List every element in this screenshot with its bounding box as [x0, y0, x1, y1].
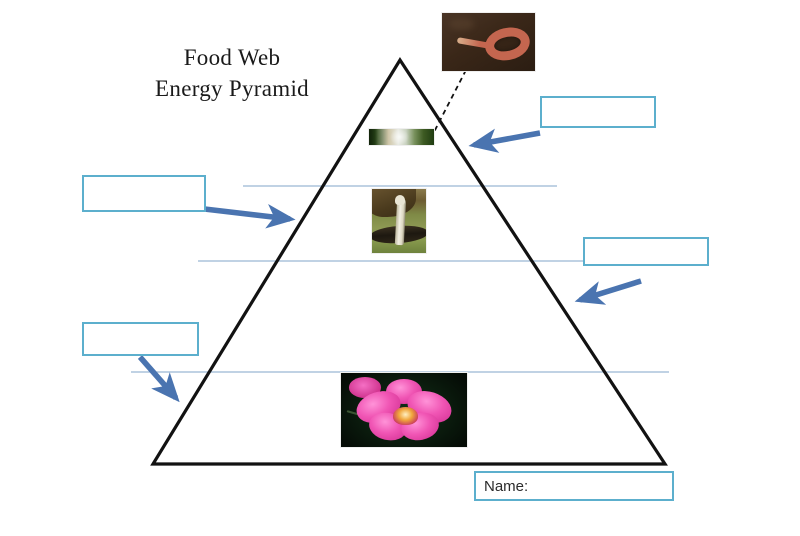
- photo-earthworm: [441, 12, 536, 72]
- name-label: Name:: [484, 477, 529, 495]
- answer-box-mid-right[interactable]: [583, 237, 709, 266]
- worksheet-title: Food Web Energy Pyramid: [112, 42, 352, 104]
- photo-snake: [371, 188, 427, 254]
- pointer-arrows: [137, 128, 642, 403]
- photo-orchid: [340, 372, 468, 448]
- orchid-image-content: [341, 373, 467, 447]
- arrow-to-tier2: [195, 204, 296, 229]
- answer-box-bottom-left[interactable]: [82, 322, 199, 356]
- snake-image-content: [372, 189, 426, 253]
- title-line-1: Food Web: [183, 45, 281, 70]
- arrow-to-tier1: [468, 128, 541, 153]
- answer-box-top-right[interactable]: [540, 96, 656, 128]
- answer-box-mid-left[interactable]: [82, 175, 206, 212]
- earthworm-image-content: [442, 13, 535, 71]
- title-line-2: Energy Pyramid: [155, 76, 309, 101]
- pyramid-outline: [150, 57, 668, 466]
- dashed-leader-line: [433, 69, 467, 133]
- photo-vegetation: [368, 128, 435, 146]
- name-box[interactable]: Name:: [474, 471, 674, 501]
- arrow-to-tier3: [574, 278, 642, 305]
- vegetation-image-content: [369, 129, 434, 145]
- arrow-to-tier4: [137, 355, 180, 403]
